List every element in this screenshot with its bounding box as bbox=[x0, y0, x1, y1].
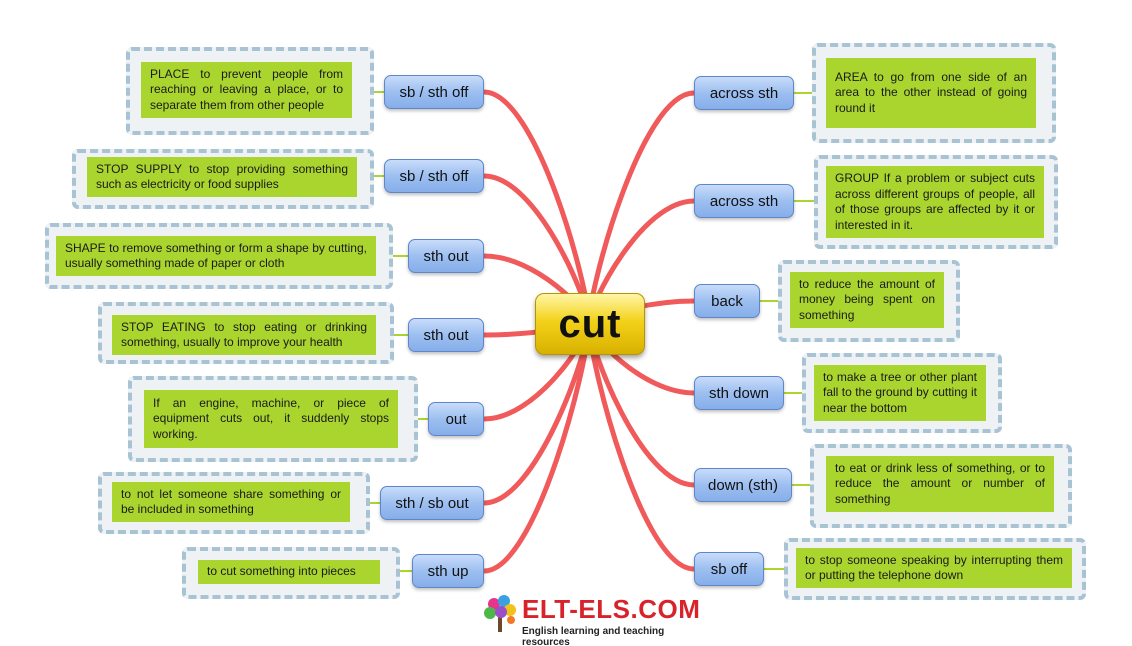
definition-box: to stop someone speaking by interrupting… bbox=[796, 548, 1072, 588]
definition-box: AREA to go from one side of an area to t… bbox=[826, 58, 1036, 128]
phrase-sth-out-eating[interactable]: sth out bbox=[408, 318, 484, 352]
definition-box: PLACE to prevent people from reaching or… bbox=[141, 62, 352, 118]
tree-icon bbox=[484, 595, 516, 632]
definition-box: to make a tree or other plant fall to th… bbox=[814, 365, 986, 421]
phrase-sb-sth-off-place[interactable]: sb / sth off bbox=[384, 75, 484, 109]
phrase-across-sth-group[interactable]: across sth bbox=[694, 184, 794, 218]
definition-text: to eat or drink less of something, or to… bbox=[835, 460, 1045, 506]
definition-text: STOP SUPPLY to stop providing something … bbox=[96, 161, 348, 192]
definition-box: STOP EATING to stop eating or drinking s… bbox=[112, 315, 376, 355]
phrase-sb-sth-off-supply[interactable]: sb / sth off bbox=[384, 159, 484, 193]
definition-box: STOP SUPPLY to stop providing something … bbox=[87, 157, 357, 197]
site-logo[interactable]: ELT-ELS.COM English learning and teachin… bbox=[478, 592, 708, 646]
phrase-across-sth-area[interactable]: across sth bbox=[694, 76, 794, 110]
definition-box: SHAPE to remove something or form a shap… bbox=[56, 236, 376, 276]
branch-line-left bbox=[481, 320, 592, 574]
definition-box: GROUP If a problem or subject cuts acros… bbox=[826, 166, 1044, 238]
definition-text: to reduce the amount of money being spen… bbox=[799, 276, 935, 322]
logo-tagline: English learning and teaching resources bbox=[522, 626, 665, 646]
definition-box: If an engine, machine, or piece of equip… bbox=[144, 390, 398, 448]
definition-box: to reduce the amount of money being spen… bbox=[790, 272, 944, 328]
definition-text: If an engine, machine, or piece of equip… bbox=[153, 395, 389, 441]
phrase-sth-out-shape[interactable]: sth out bbox=[408, 239, 484, 273]
center-word: cut bbox=[558, 302, 622, 346]
phrase-sth-down[interactable]: sth down bbox=[694, 376, 784, 410]
definition-text: to cut something into pieces bbox=[207, 564, 356, 579]
phrase-out[interactable]: out bbox=[428, 402, 484, 436]
definition-text: to not let someone share something or be… bbox=[121, 486, 341, 517]
definition-text: SHAPE to remove something or form a shap… bbox=[65, 240, 367, 271]
phrase-sth-sb-out[interactable]: sth / sb out bbox=[380, 486, 484, 520]
phrase-down-sth[interactable]: down (sth) bbox=[694, 468, 792, 502]
branch-line-left bbox=[481, 89, 592, 326]
definition-text: AREA to go from one side of an area to t… bbox=[835, 69, 1027, 115]
definition-box: to not let someone share something or be… bbox=[112, 482, 350, 522]
definition-text: STOP EATING to stop eating or drinking s… bbox=[121, 319, 367, 350]
definition-box: to cut something into pieces bbox=[198, 560, 380, 584]
definition-text: to make a tree or other plant fall to th… bbox=[823, 369, 977, 415]
definition-text: GROUP If a problem or subject cuts acros… bbox=[835, 171, 1035, 232]
definition-text: to stop someone speaking by interrupting… bbox=[805, 552, 1063, 583]
logo-title: ELT-ELS.COM bbox=[522, 594, 701, 624]
phrase-sb-off[interactable]: sb off bbox=[694, 552, 764, 586]
phrase-back[interactable]: back bbox=[694, 284, 760, 318]
definition-box: to eat or drink less of something, or to… bbox=[826, 456, 1054, 512]
definition-text: PLACE to prevent people from reaching or… bbox=[150, 66, 343, 112]
center-word-box: cut bbox=[535, 293, 645, 355]
phrase-sth-up[interactable]: sth up bbox=[412, 554, 484, 588]
branch-line-right bbox=[586, 90, 697, 326]
